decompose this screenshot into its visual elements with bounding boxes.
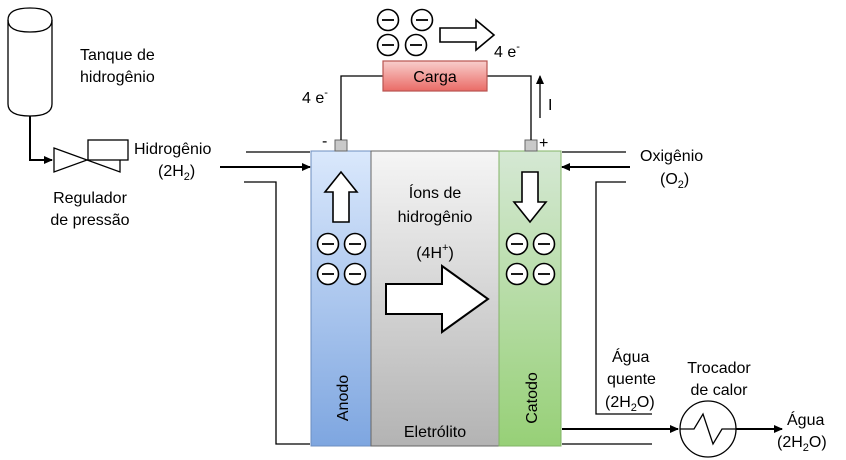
oxygen-label-line1: Oxigênio [640,148,703,165]
regulator-label-line2: de pressão [50,212,129,229]
electron-icon [532,262,556,286]
anode-terminal [334,139,348,152]
hydrogen-label-line1: Hidrogênio [134,141,211,158]
top-electrons-cluster [376,8,434,57]
water-label-line1: Água [787,410,824,429]
heat-exchanger-icon [679,400,737,458]
hot-water-label-line2: quente [607,371,656,388]
hydrogen-label-line2: (2H2) [158,163,195,183]
hydrogen-tank [7,7,53,117]
electron-flow-arrow-icon [439,18,496,52]
oxygen-label-line2: (O2) [660,171,689,191]
load-box [382,60,488,92]
load-label: Carga [413,69,457,86]
anode-up-arrow-icon [323,170,359,223]
electron-icon [316,262,340,286]
electrons-left-label: 4 e- [302,87,328,107]
electron-icon [376,8,400,32]
ions-label-line2: hidrogênio [398,209,473,226]
exchanger-label-line2: de calor [691,382,749,399]
electron-icon [343,232,367,256]
hot-water-label-line1: Água [612,347,649,366]
exchanger-label-line1: Trocador [687,360,751,377]
ions-label-line1: Íons de [409,183,462,202]
tank-pipe [29,116,53,164]
electrolyte-label: Eletrólito [404,424,466,441]
tank-label-line2: hidrogênio [80,69,155,86]
electron-icon [343,262,367,286]
terminal-minus-label: - [322,133,327,150]
electron-icon [410,8,434,32]
electron-icon [532,232,556,256]
electron-icon [316,232,340,256]
electron-icon [505,232,529,256]
pressure-regulator-icon [53,139,129,173]
cathode-terminal [524,139,538,152]
cathode-label: Catodo [524,372,541,424]
ion-flow-arrow-icon [385,264,490,334]
tank-label-line1: Tanque de [80,47,155,64]
electrons-top-label: 4 e- [494,41,520,61]
cathode-down-arrow-icon [512,171,548,224]
cell-casing [244,151,652,445]
electron-icon [376,33,400,57]
electron-icon [505,262,529,286]
water-label-line2: (2H2O) [777,434,827,454]
electron-icon [404,33,428,57]
current-label: I [548,97,552,114]
ions-label-line3: (4H+) [416,242,454,262]
external-circuit-wire [340,75,532,140]
hot-water-label-line3: (2H2O) [605,394,655,414]
regulator-label-line1: Regulador [53,190,128,207]
terminal-plus-label: + [539,135,548,152]
anode-label: Anodo [335,375,352,421]
